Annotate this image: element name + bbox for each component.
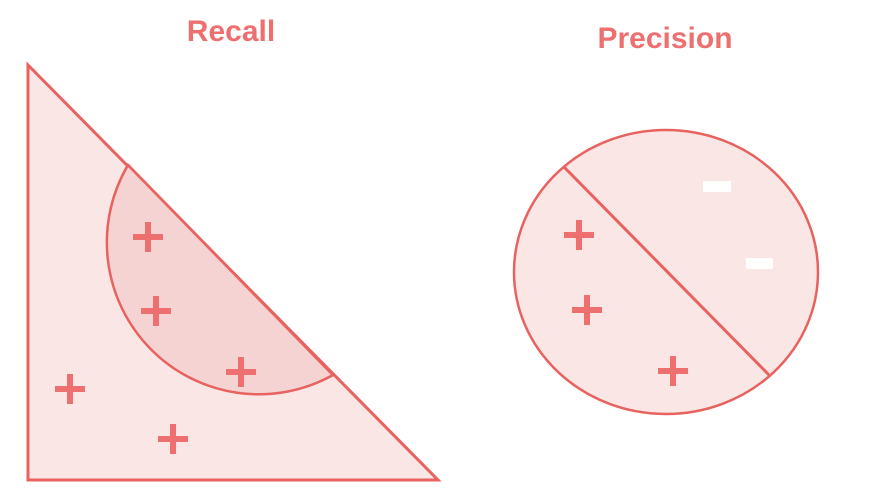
recall-hypotenuse-inner bbox=[126, 163, 335, 377]
plus-vertical-bar bbox=[670, 356, 676, 386]
recall-title: Recall bbox=[186, 15, 276, 48]
plus-vertical-bar bbox=[145, 222, 151, 252]
precision-diagram bbox=[512, 128, 820, 416]
recall-plus-sign bbox=[226, 357, 256, 387]
plus-vertical-bar bbox=[67, 374, 73, 404]
plus-vertical-bar bbox=[170, 424, 176, 454]
precision-divider-line bbox=[561, 164, 771, 377]
precision-plus-sign bbox=[658, 356, 688, 386]
precision-minus-sign bbox=[703, 181, 731, 192]
plus-vertical-bar bbox=[238, 357, 244, 387]
recall-plus-sign bbox=[55, 374, 85, 404]
precision-title: Precision bbox=[597, 22, 733, 55]
precision-plus-sign bbox=[572, 295, 602, 325]
precision-minus-sign bbox=[746, 258, 773, 269]
precision-plus-sign bbox=[564, 220, 594, 250]
plus-vertical-bar bbox=[584, 295, 590, 325]
recall-plus-sign bbox=[158, 424, 188, 454]
recall-plus-sign bbox=[141, 296, 171, 326]
recall-circle-region bbox=[105, 162, 336, 396]
recall-plus-sign bbox=[133, 222, 163, 252]
plus-vertical-bar bbox=[153, 296, 159, 326]
plus-vertical-bar bbox=[576, 220, 582, 250]
recall-diagram bbox=[26, 61, 442, 482]
